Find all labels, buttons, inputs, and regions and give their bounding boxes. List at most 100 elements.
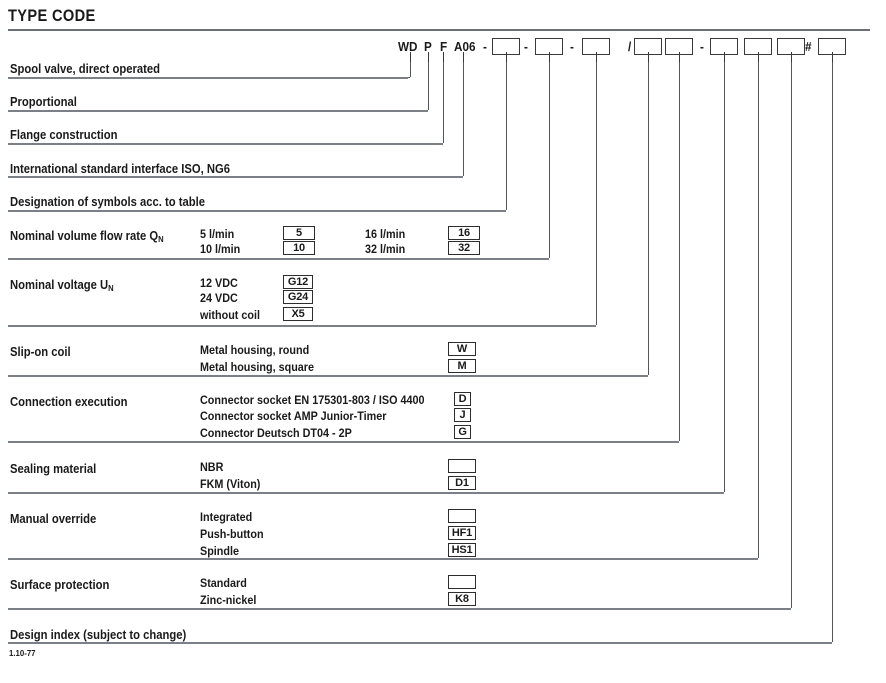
option-code-box[interactable]: HF1: [448, 526, 476, 540]
connector-line-vertical: [428, 62, 430, 110]
option-code-box[interactable]: J: [454, 408, 471, 422]
row-label: Nominal volume flow rate QN: [10, 229, 164, 244]
type-code-token: #: [805, 39, 812, 54]
option-label: Metal housing, square: [200, 360, 315, 374]
row-label-text: Nominal voltage U: [10, 278, 109, 292]
option-label: FKM (Viton): [200, 477, 261, 491]
connector-line-vertical: [443, 62, 445, 143]
option-code-box[interactable]: G12: [283, 275, 313, 289]
row-divider: [8, 110, 428, 112]
row-label: Design index (subject to change): [10, 628, 186, 642]
row-label-text: Manual override: [10, 512, 97, 526]
connector-line-vertical: [549, 62, 551, 258]
type-code-token: F: [440, 39, 448, 54]
option-code-box[interactable]: G: [454, 425, 471, 439]
option-code-box[interactable]: G24: [283, 290, 313, 304]
row-label-text: Proportional: [10, 95, 77, 109]
option-code-box[interactable]: 10: [283, 241, 315, 255]
option-label: 5 l/min: [200, 227, 235, 241]
row-divider: [8, 258, 549, 260]
row-divider: [8, 558, 758, 560]
connector-stub: [758, 52, 759, 62]
option-code-box[interactable]: X5: [283, 307, 313, 321]
connector-line-vertical: [410, 62, 412, 77]
row-label: International standard interface ISO, NG…: [10, 162, 230, 176]
row-label-text: Nominal volume flow rate Q: [10, 229, 159, 243]
row-label-subscript: N: [158, 234, 164, 244]
type-code-token: A06: [454, 39, 476, 54]
row-label: Nominal voltage UN: [10, 278, 114, 293]
connector-stub: [506, 52, 507, 62]
connector-stub: [410, 52, 411, 62]
footer-document-code: 1.10-77: [9, 648, 36, 658]
row-divider: [8, 375, 648, 377]
option-label: Connector socket EN 175301-803 / ISO 440…: [200, 393, 425, 407]
connector-stub: [549, 52, 550, 62]
row-label-text: Connection execution: [10, 395, 128, 409]
option-code-box[interactable]: D: [454, 392, 471, 406]
row-divider: [8, 608, 791, 610]
option-code-box[interactable]: 5: [283, 226, 315, 240]
type-code-token: -: [483, 39, 487, 54]
row-divider: [8, 176, 463, 178]
row-label: Manual override: [10, 512, 96, 526]
row-label-text: Designation of symbols acc. to table: [10, 195, 206, 209]
option-label: Connector Deutsch DT04 - 2P: [200, 426, 352, 440]
row-label: Connection execution: [10, 395, 128, 409]
option-label: Connector socket AMP Junior-Timer: [200, 409, 387, 423]
option-code-box[interactable]: K8: [448, 592, 476, 606]
page-title: TYPE CODE: [8, 6, 96, 25]
option-code-box[interactable]: 16: [448, 226, 480, 240]
row-label-text: Slip-on coil: [10, 345, 71, 359]
option-label: Standard: [200, 576, 247, 590]
option-label: without coil: [200, 308, 260, 322]
row-divider: [8, 143, 443, 145]
title-divider: [8, 29, 870, 31]
row-label: Designation of symbols acc. to table: [10, 195, 205, 209]
row-divider: [8, 642, 832, 644]
option-code-box[interactable]: [448, 459, 476, 473]
connector-stub: [648, 52, 649, 62]
row-label: Slip-on coil: [10, 345, 71, 359]
option-code-box[interactable]: HS1: [448, 543, 476, 557]
option-code-box[interactable]: M: [448, 359, 476, 373]
connector-line-horizontal: [408, 77, 410, 79]
row-label: Flange construction: [10, 128, 118, 142]
row-label-subscript: N: [108, 283, 114, 293]
connector-stub: [443, 52, 444, 62]
connector-line-vertical: [506, 62, 508, 210]
option-code-box[interactable]: 32: [448, 241, 480, 255]
option-label: Integrated: [200, 510, 253, 524]
connector-stub: [463, 52, 464, 62]
connector-line-vertical: [724, 62, 726, 492]
row-label: Spool valve, direct operated: [10, 62, 160, 76]
row-label-text: International standard interface ISO, NG…: [10, 162, 231, 176]
row-divider: [8, 210, 506, 212]
row-label: Surface protection: [10, 578, 109, 592]
type-code-token: P: [424, 39, 432, 54]
row-divider: [8, 325, 596, 327]
option-code-box[interactable]: [448, 575, 476, 589]
connector-stub: [679, 52, 680, 62]
row-label: Sealing material: [10, 462, 96, 476]
connector-line-vertical: [596, 62, 598, 325]
option-code-box[interactable]: D1: [448, 476, 476, 490]
option-label: 10 l/min: [200, 242, 241, 256]
row-label: Proportional: [10, 95, 77, 109]
option-label: 16 l/min: [365, 227, 406, 241]
type-code-token: -: [700, 39, 704, 54]
type-code-token: -: [570, 39, 574, 54]
connector-line-vertical: [463, 62, 465, 176]
connector-line-vertical: [758, 62, 760, 558]
option-code-box[interactable]: W: [448, 342, 476, 356]
option-label: NBR: [200, 460, 224, 474]
option-label: 24 VDC: [200, 291, 238, 305]
option-label: 32 l/min: [365, 242, 406, 256]
option-label: Metal housing, round: [200, 343, 310, 357]
row-divider: [8, 441, 679, 443]
option-code-box[interactable]: [448, 509, 476, 523]
type-code-token: -: [524, 39, 528, 54]
connector-stub: [832, 52, 833, 62]
row-divider: [8, 77, 408, 79]
